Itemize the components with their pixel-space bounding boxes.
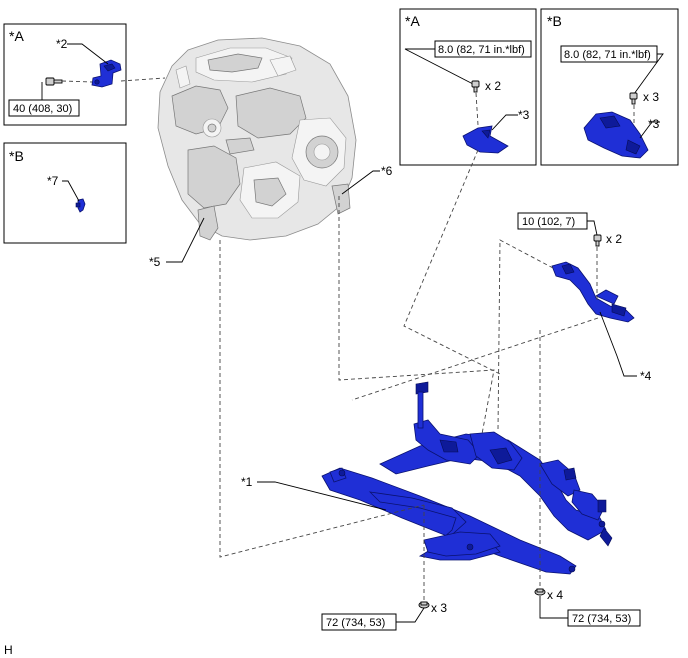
part-4-bracket: [551, 261, 635, 323]
leader-front-bolt: [396, 607, 425, 623]
bolt-right-a: [471, 80, 480, 93]
leader-bracket-torque: [587, 220, 598, 236]
leader-c2: [67, 43, 109, 65]
dash-left-a-to-engine: [120, 77, 166, 82]
torque-box-left-a: [8, 99, 80, 117]
leader-c5: [166, 217, 205, 263]
torque-left-a: 40 (408, 30): [13, 103, 72, 115]
inset-frame-right-b: [540, 8, 679, 166]
dash-left-a-bolt: [61, 80, 93, 83]
dash-right-a-bolt: [475, 92, 479, 126]
inset-tag-left-a: *A: [9, 28, 24, 44]
part-3-cover-a: [462, 125, 509, 154]
torque-box-front: [321, 613, 397, 631]
callout-c1: *1: [241, 475, 253, 489]
qty-rear: x 4: [547, 588, 563, 602]
leader-c7: [62, 180, 80, 202]
leader-rear-bolt: [539, 596, 568, 619]
qty-right-b: x 3: [643, 90, 659, 104]
callout-c5: *5: [149, 255, 161, 269]
callout-right-a-part: *3: [518, 108, 530, 122]
torque-box-rear: [567, 609, 641, 627]
qty-right-a: x 2: [485, 79, 501, 93]
leader-right-a-torque: [404, 48, 474, 85]
leader-c1: [257, 481, 387, 511]
bolt-right-b: [629, 92, 638, 105]
torque-rear: 72 (734, 53): [572, 613, 631, 625]
dash-engine-right-to-subframe: [338, 196, 495, 435]
part-1-subframe: [321, 381, 613, 575]
callout-c4: *4: [640, 369, 652, 383]
dash-bracket-to-subframe: [497, 239, 554, 431]
bolt-bracket: [593, 234, 602, 247]
leader-right-b-torque: [633, 53, 664, 95]
dash-cover-a-to-subframe: [403, 149, 501, 375]
leader-c6: [341, 170, 380, 195]
leader-right-a-part: [491, 114, 518, 131]
inset-frame-right-a: [399, 8, 537, 166]
inset-tag-right-a: *A: [405, 13, 420, 29]
dash-bracket-to-engine-line: [351, 317, 599, 401]
callout-right-b-part: *3: [648, 117, 660, 131]
bolt-left-a: [45, 77, 63, 86]
inset-frame-left-a: [3, 23, 127, 126]
dash-engine-left-to-subframe: [219, 240, 425, 558]
qty-front: x 3: [431, 601, 447, 615]
part-3-cover-b: [583, 111, 649, 159]
footer-code: H: [4, 643, 13, 657]
torque-right-a: 8.0 (82, 71 in.*lbf): [438, 44, 525, 56]
torque-bracket: 10 (102, 7): [522, 216, 575, 228]
leader-c4: [599, 311, 637, 377]
inset-tag-right-b: *B: [547, 13, 562, 29]
torque-front: 72 (734, 53): [326, 617, 385, 629]
part-7-clip: [75, 198, 86, 213]
callout-c2: *2: [56, 37, 68, 51]
torque-right-b: 8.0 (82, 71 in.*lbf): [564, 49, 651, 61]
leader-right-b-part: [639, 121, 660, 139]
qty-bracket: x 2: [606, 232, 622, 246]
bolt-rear: [534, 588, 546, 596]
callout-c7: *7: [47, 174, 59, 188]
inset-tag-left-b: *B: [9, 148, 24, 164]
bolt-front: [418, 601, 430, 609]
inset-frame-left-b: [3, 142, 127, 244]
callout-c6: *6: [381, 164, 393, 178]
engine-assembly: [157, 37, 357, 241]
part-2-bracket: [91, 59, 122, 88]
